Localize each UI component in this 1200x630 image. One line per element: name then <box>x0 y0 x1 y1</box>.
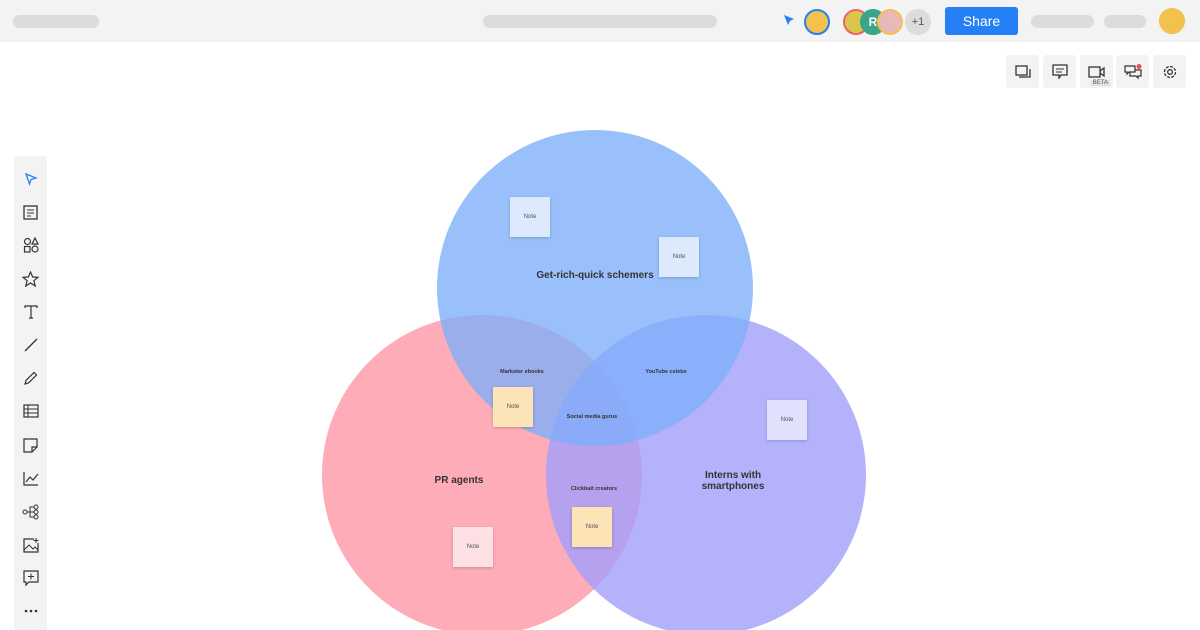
mindmap-tool[interactable] <box>14 499 47 525</box>
chat-icon <box>1123 63 1142 79</box>
sticky-note[interactable]: Note <box>659 237 699 277</box>
chat-button[interactable] <box>1116 55 1149 88</box>
intersection-label: Social media gurus <box>566 414 618 420</box>
menu-placeholder[interactable] <box>1104 15 1146 28</box>
sticky-note-icon <box>23 437 38 453</box>
circle-schemers[interactable] <box>437 130 753 446</box>
avatar-current-user[interactable] <box>804 9 830 35</box>
shapes-icon <box>23 237 39 253</box>
share-button[interactable]: Share <box>945 7 1018 35</box>
text-block-tool[interactable] <box>14 199 47 225</box>
shapes-tool[interactable] <box>14 232 47 258</box>
pages-button[interactable] <box>1006 55 1039 88</box>
breadcrumb-placeholder[interactable] <box>483 15 717 28</box>
set-label-schemers: Get-rich-quick schemers <box>536 270 654 281</box>
intersection-label: Clickbait creators <box>570 486 618 492</box>
set-label-pr-agents: PR agents <box>434 475 484 486</box>
comments-button[interactable] <box>1043 55 1076 88</box>
sticky-note[interactable]: Note <box>767 400 807 440</box>
more-tools-button[interactable] <box>14 598 47 624</box>
sticky-note[interactable]: Note <box>510 197 550 237</box>
video-button[interactable]: BETA <box>1080 55 1113 88</box>
select-tool[interactable] <box>14 166 47 192</box>
sticky-note-tool[interactable] <box>14 432 47 458</box>
add-comment-icon <box>22 570 39 586</box>
pen-icon <box>24 371 38 385</box>
comment-icon <box>1051 64 1068 79</box>
set-label-interns: Interns with smartphones <box>701 470 765 492</box>
text-icon <box>23 305 38 319</box>
avatar-collaborator[interactable] <box>877 9 903 35</box>
pointer-icon <box>24 172 38 186</box>
chart-tool[interactable] <box>14 465 47 491</box>
gear-icon <box>1163 65 1176 78</box>
more-icon <box>24 609 37 613</box>
table-icon <box>22 404 39 418</box>
more-collaborators[interactable]: +1 <box>905 9 931 35</box>
sticky-note[interactable]: Note <box>493 387 533 427</box>
document-icon <box>23 204 38 220</box>
intersection-label: YouTube celebs <box>645 369 687 375</box>
pen-tool[interactable] <box>14 365 47 391</box>
top-bar: R +1 Share <box>0 0 1200 42</box>
settings-button[interactable] <box>1153 55 1186 88</box>
video-icon <box>1088 65 1105 78</box>
document-title-placeholder[interactable] <box>13 15 99 28</box>
beta-badge: BETA <box>1090 80 1110 86</box>
avatar-profile[interactable] <box>1159 8 1185 34</box>
intersection-label: Marketer ebooks <box>500 369 544 375</box>
stickers-tool[interactable] <box>14 266 47 292</box>
sticky-note[interactable]: Note <box>453 527 493 567</box>
image-icon <box>22 537 39 553</box>
cursor-icon <box>784 15 794 25</box>
star-icon <box>22 271 39 287</box>
add-frame-tool[interactable] <box>14 565 47 591</box>
line-icon <box>24 338 37 352</box>
left-toolbar <box>14 156 47 630</box>
sticky-note[interactable]: Note <box>572 507 612 547</box>
table-tool[interactable] <box>14 398 47 424</box>
mindmap-icon <box>22 504 39 520</box>
text-tool[interactable] <box>14 299 47 325</box>
image-tool[interactable] <box>14 532 47 558</box>
line-tool[interactable] <box>14 332 47 358</box>
pages-icon <box>1014 64 1031 78</box>
chart-icon <box>22 471 38 486</box>
menu-placeholder[interactable] <box>1031 15 1094 28</box>
